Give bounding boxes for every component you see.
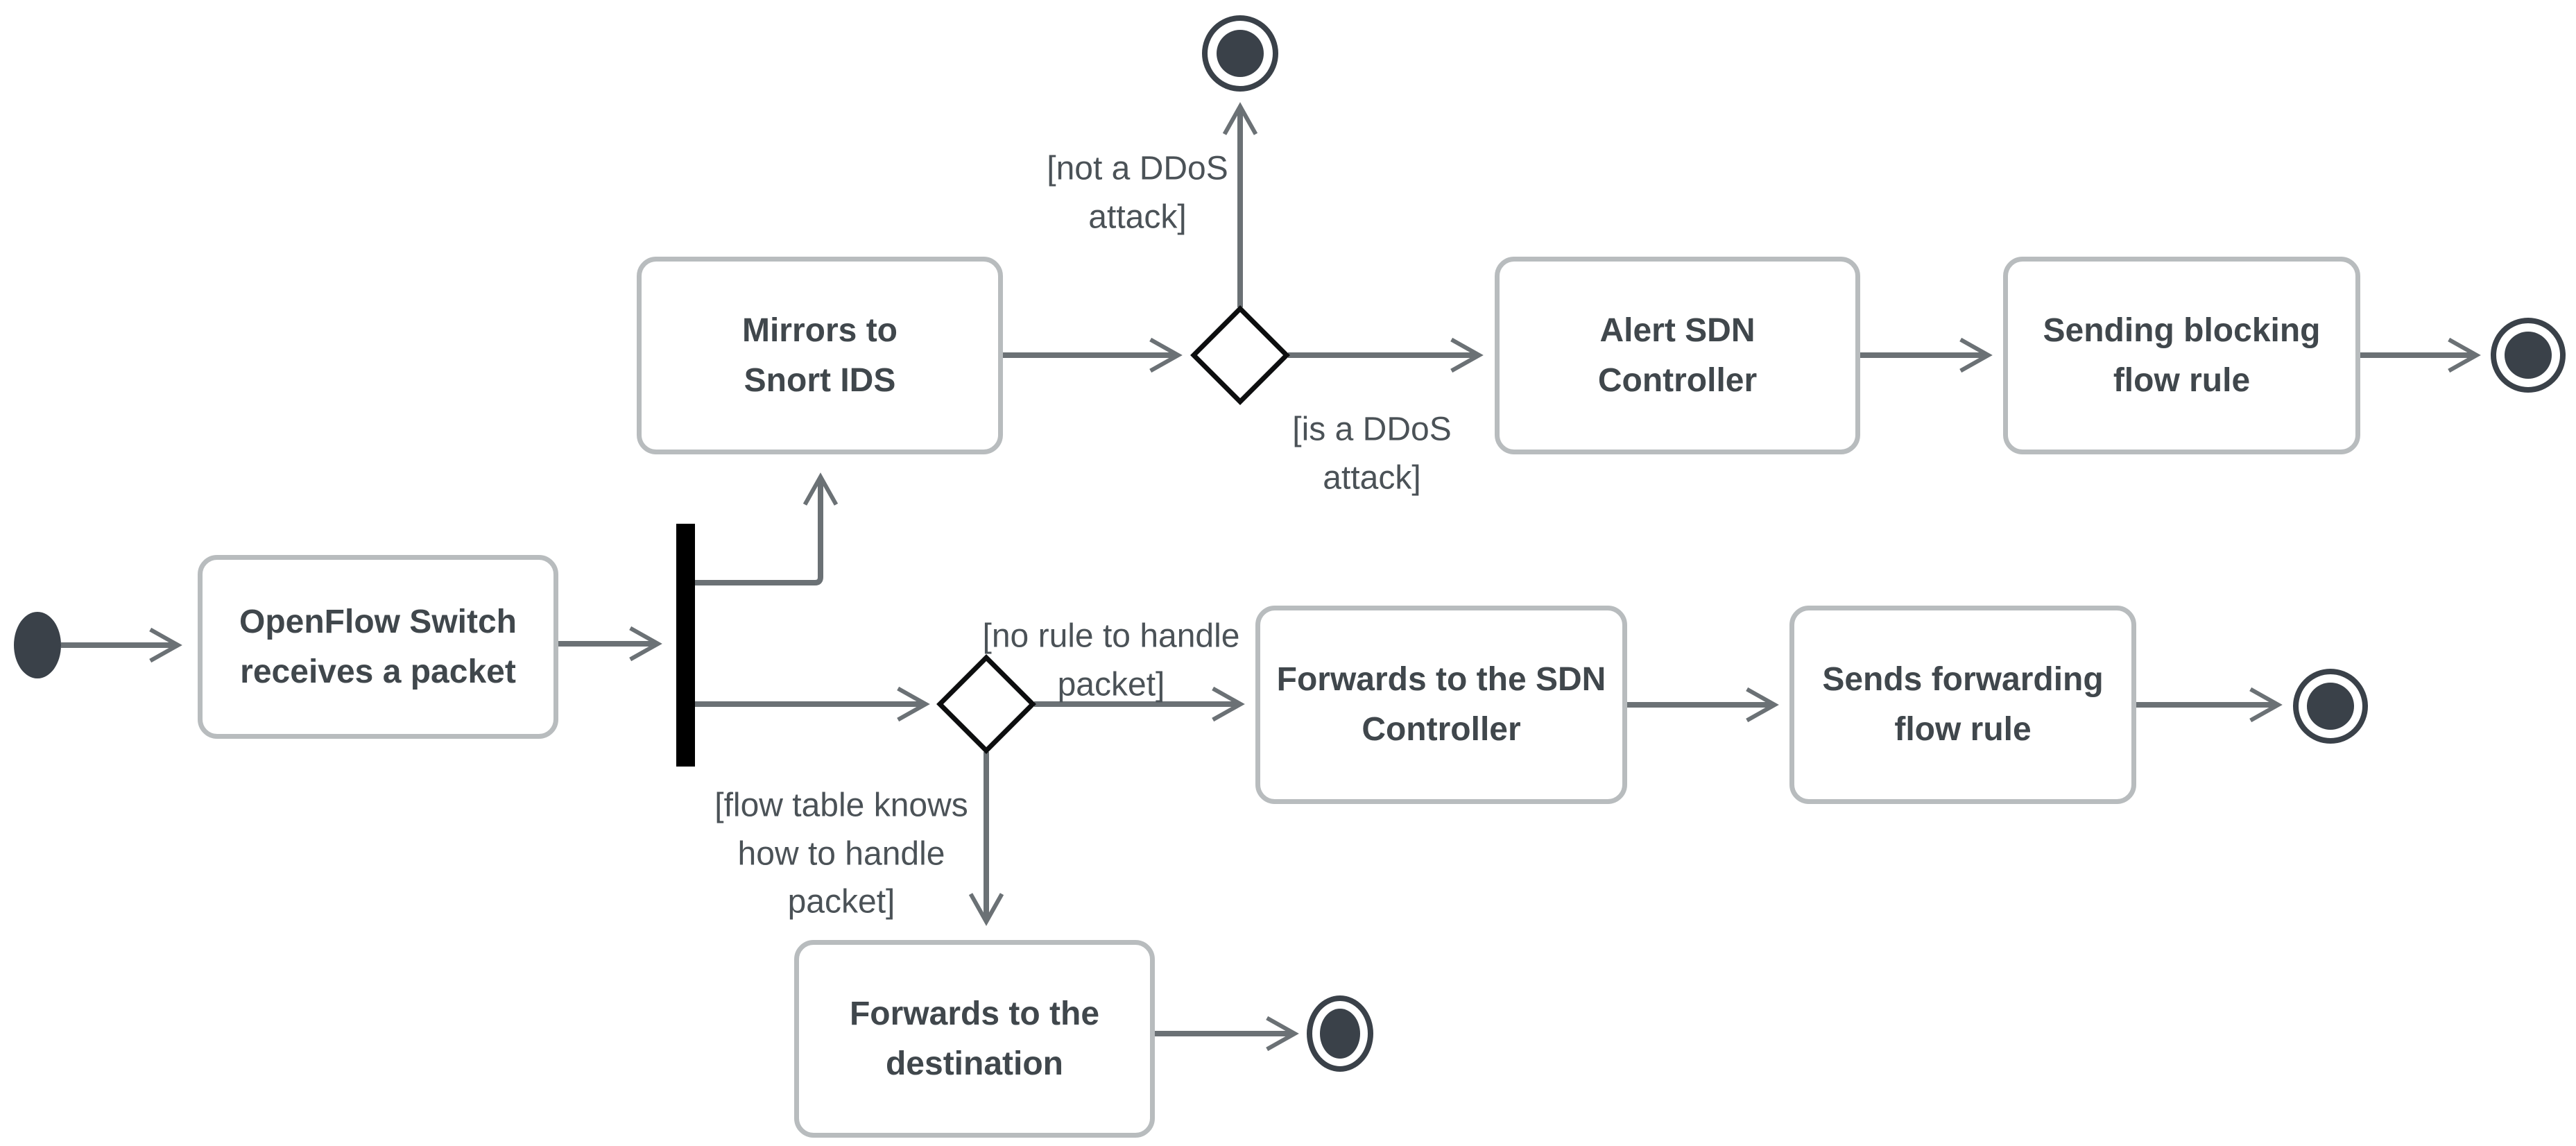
guard-is-ddos-attack: [is a DDoS attack] <box>1292 411 1452 496</box>
guard-no-rule-to-handle: [no rule to handle packet] <box>982 617 1240 703</box>
fork-bar <box>676 524 695 767</box>
final-node-top <box>1202 15 1278 92</box>
final-node-blocking <box>2491 318 2566 393</box>
activity-alert-sdn-controller: Alert SDN Controller <box>1495 257 1860 454</box>
edge-fork-to-mirrors <box>695 472 839 585</box>
start-node <box>14 612 61 678</box>
guard-not-ddos-attack: [not a DDoS attack] <box>1047 150 1228 235</box>
final-node-destination <box>1307 995 1373 1072</box>
guard-flow-table-knows: [flow table knows how to handle packet] <box>714 787 968 921</box>
final-node-forwarding <box>2293 669 2368 744</box>
activity-openflow-receives-packet: OpenFlow Switch receives a packet <box>198 555 558 739</box>
activity-forwards-to-sdn-controller: Forwards to the SDN Controller <box>1255 606 1627 804</box>
activity-forwards-to-destination: Forwards to the destination <box>794 940 1155 1138</box>
activity-mirrors-to-snort: Mirrors to Snort IDS <box>637 257 1003 454</box>
activity-sends-forwarding-rule: Sends forwarding flow rule <box>1789 606 2136 804</box>
decision-flow-rule <box>936 654 1036 754</box>
activity-sending-blocking-rule: Sending blocking flow rule <box>2003 257 2360 454</box>
decision-ddos <box>1190 305 1290 405</box>
